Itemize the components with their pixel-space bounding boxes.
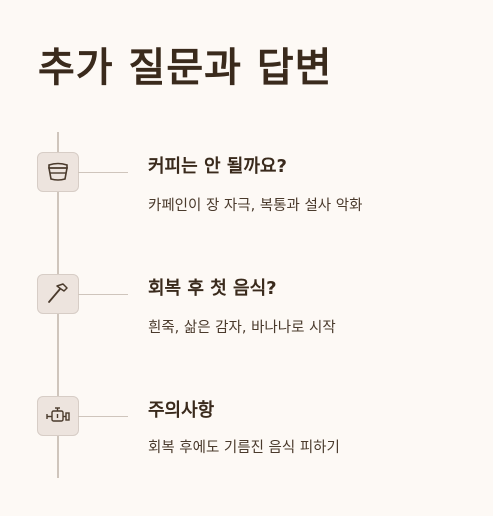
page-title: 추가 질문과 답변 [38,45,333,91]
hammer-icon [37,274,79,314]
qa-item-precautions: 주의사항 회복 후에도 기름진 음식 피하기 [0,396,493,476]
connector-line [78,294,128,295]
item-description: 흰죽, 삶은 감자, 바나나로 시작 [148,320,336,336]
item-description: 회복 후에도 기름진 음식 피하기 [148,440,340,456]
item-title: 회복 후 첫 음식? [148,278,277,299]
item-title: 주의사항 [148,400,215,421]
qa-item-coffee: 커피는 안 될까요? 카페인이 장 자극, 복통과 설사 악화 [0,150,493,230]
engine-icon [37,396,79,436]
item-description: 카페인이 장 자극, 복통과 설사 악화 [148,198,363,214]
coffee-cup-icon [37,152,79,192]
connector-line [78,172,128,173]
qa-item-first-food: 회복 후 첫 음식? 흰죽, 삶은 감자, 바나나로 시작 [0,272,493,352]
item-title: 커피는 안 될까요? [148,156,287,177]
connector-line [78,416,128,417]
